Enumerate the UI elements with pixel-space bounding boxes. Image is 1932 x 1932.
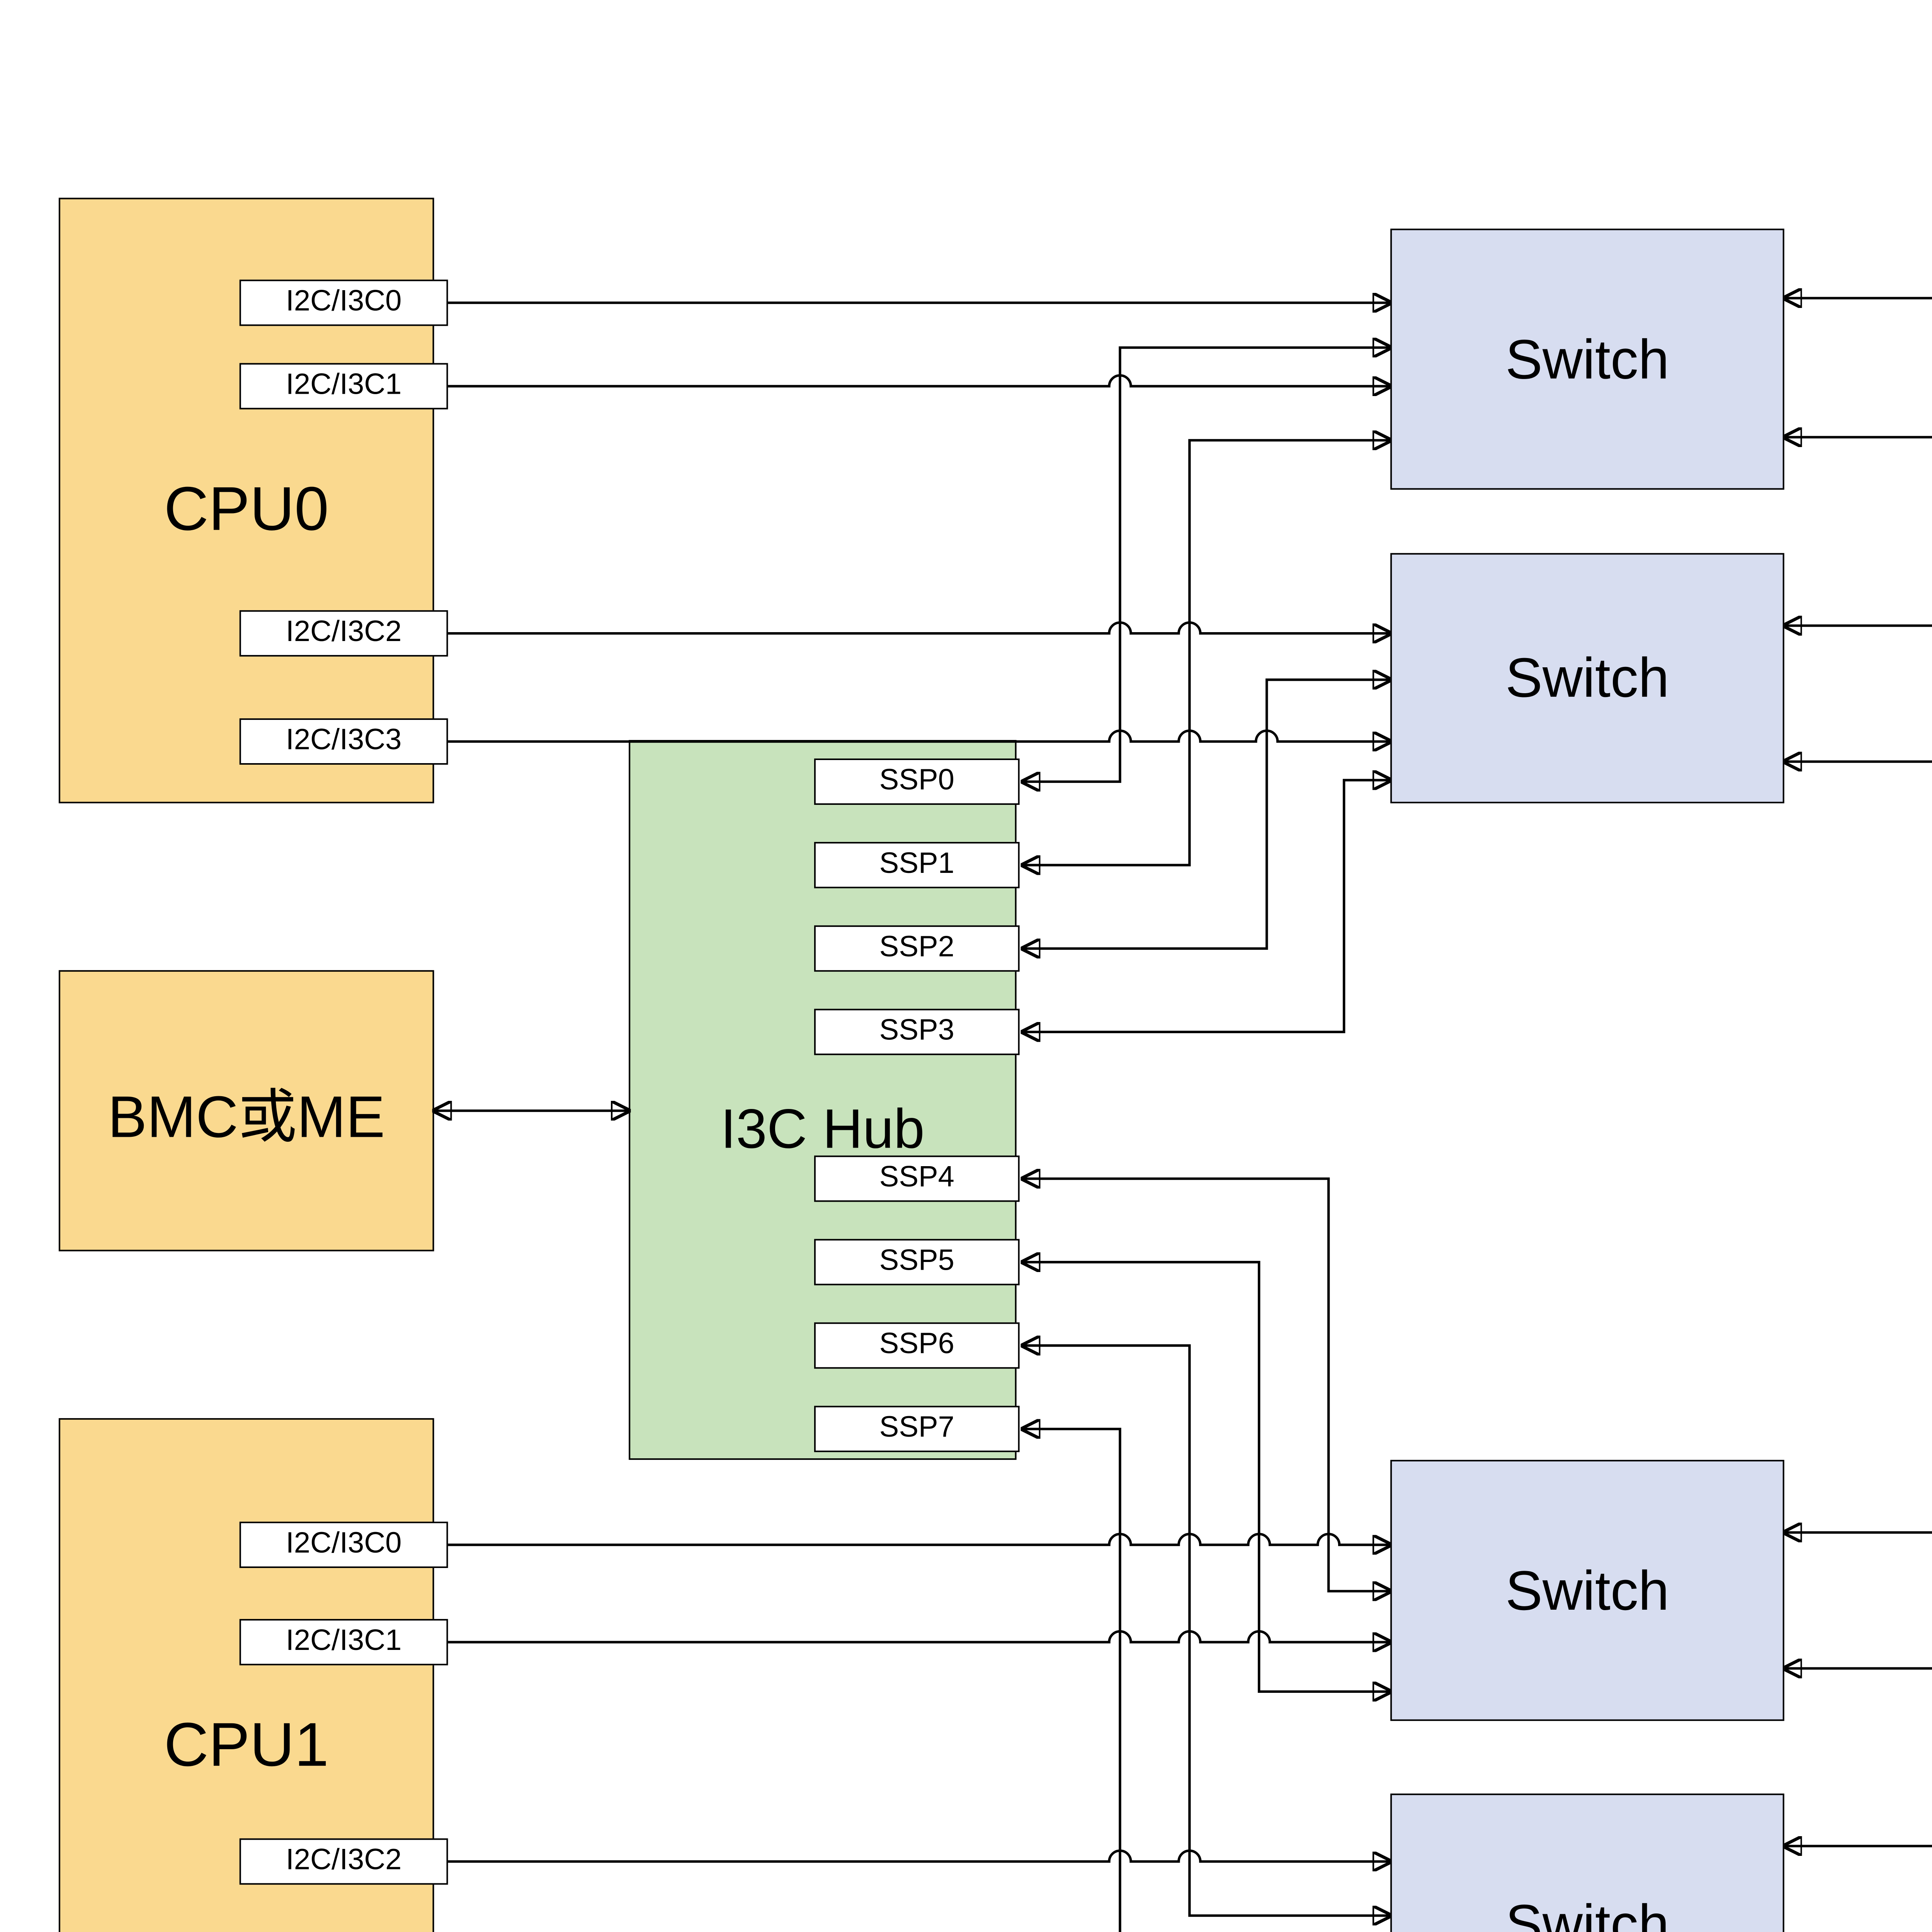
cpu0-i3c1-to-switch1 bbox=[448, 374, 1390, 386]
hub-port-ssp2: SSP2 bbox=[814, 925, 1020, 972]
cpu0-label: CPU0 bbox=[164, 476, 329, 544]
hub-port-ssp5: SSP5 bbox=[814, 1239, 1020, 1286]
ssp0-to-switch1 bbox=[1023, 348, 1391, 782]
hub-port-ssp6: SSP6 bbox=[814, 1322, 1020, 1369]
cpu1-label: CPU1 bbox=[164, 1711, 329, 1780]
switch2-box: Switch bbox=[1390, 553, 1784, 803]
hub-port-ssp0: SSP0 bbox=[814, 759, 1020, 805]
cpu1-i3c2-to-switch4 bbox=[448, 1849, 1390, 1862]
ssp7-to-switch4 bbox=[1023, 1429, 1391, 1932]
ssp6-to-switch4 bbox=[1023, 1345, 1391, 1915]
ssp5-to-switch3 bbox=[1023, 1262, 1391, 1691]
switch3-box: Switch bbox=[1390, 1460, 1784, 1721]
cpu1-port-i2c-i3c1: I2C/I3C1 bbox=[239, 1619, 448, 1665]
bmc-label: BMC或ME bbox=[107, 1085, 385, 1150]
switch1-box: Switch bbox=[1390, 228, 1784, 490]
cpu0-port-i2c-i3c1: I2C/I3C1 bbox=[239, 363, 448, 410]
switch1-label: Switch bbox=[1505, 327, 1669, 390]
cpu0-port-i2c-i3c3: I2C/I3C3 bbox=[239, 718, 448, 765]
cpu0-port-i2c-i3c0: I2C/I3C0 bbox=[239, 279, 448, 326]
switch2-label: Switch bbox=[1505, 646, 1669, 709]
cpu0-i3c2-to-switch2 bbox=[448, 621, 1390, 633]
ssp3-to-switch2 bbox=[1023, 780, 1391, 1032]
cpu1-i3c1-to-switch3 bbox=[448, 1630, 1390, 1642]
ssp1-to-switch1 bbox=[1023, 440, 1391, 865]
hub-port-ssp4: SSP4 bbox=[814, 1155, 1020, 1202]
hub-port-ssp3: SSP3 bbox=[814, 1009, 1020, 1055]
cpu1-i3c0-to-switch3 bbox=[448, 1532, 1390, 1545]
cpu0-i3c3-to-switch2 bbox=[448, 729, 1390, 742]
bmc-box: BMC或ME bbox=[58, 970, 434, 1252]
cpu0-port-i2c-i3c2: I2C/I3C2 bbox=[239, 610, 448, 657]
ssp4-to-switch3 bbox=[1023, 1179, 1391, 1591]
ssp2-to-switch2 bbox=[1023, 680, 1391, 949]
i3c-hub-label: I3C Hub bbox=[720, 1097, 925, 1160]
switch3-label: Switch bbox=[1505, 1558, 1669, 1621]
cpu1-port-i2c-i3c0: I2C/I3C0 bbox=[239, 1522, 448, 1568]
hub-port-ssp7: SSP7 bbox=[814, 1406, 1020, 1452]
switch4-box: Switch bbox=[1390, 1793, 1784, 1932]
switch4-label: Switch bbox=[1505, 1891, 1669, 1932]
hub-port-ssp1: SSP1 bbox=[814, 842, 1020, 888]
cpu1-port-i2c-i3c2: I2C/I3C2 bbox=[239, 1838, 448, 1885]
